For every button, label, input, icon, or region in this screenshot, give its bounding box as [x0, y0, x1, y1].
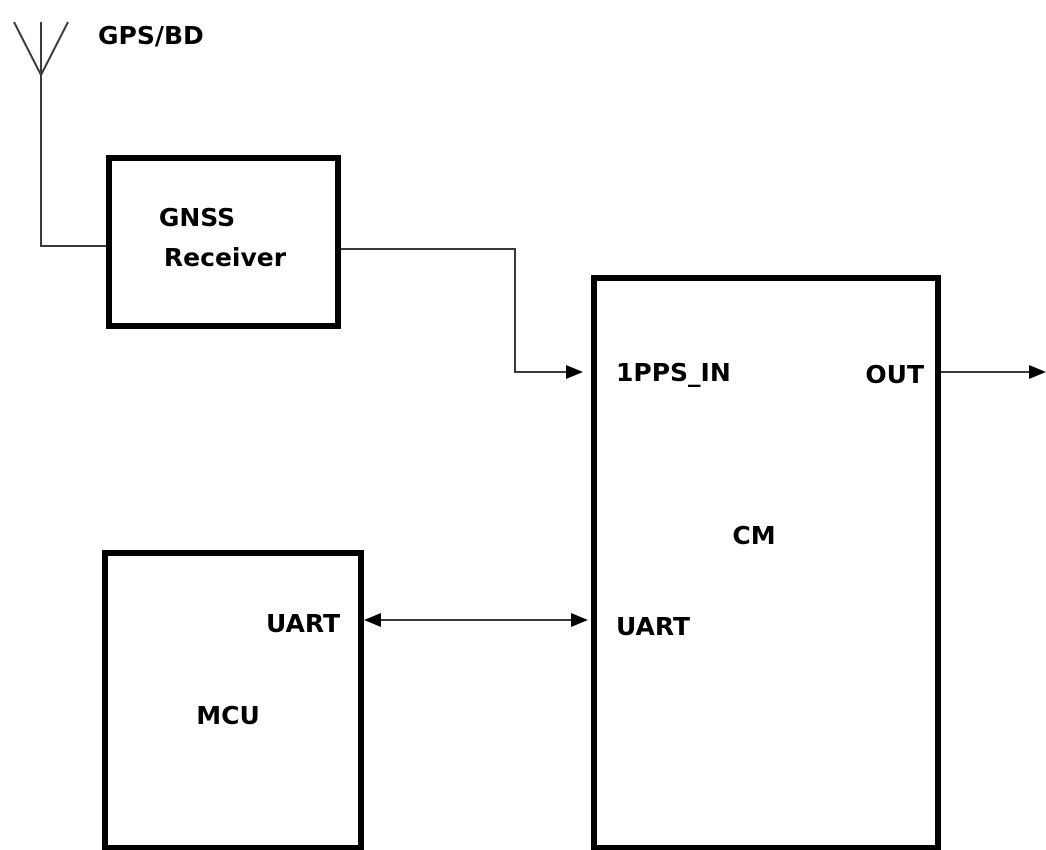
uart-left-arrowhead-icon: [364, 613, 381, 627]
gnss-receiver-block: [106, 155, 341, 329]
cm-uart-label: UART: [616, 612, 690, 641]
mcu-block: [102, 550, 364, 850]
cm-block: [591, 275, 941, 850]
cm-pps-in-label: 1PPS_IN: [616, 358, 731, 387]
antenna-label: GPS/BD: [98, 21, 204, 50]
uart-right-arrowhead-icon: [571, 613, 588, 627]
out-arrowhead-icon: [1029, 365, 1046, 379]
cm-out-label: OUT: [865, 360, 924, 389]
antenna-to-gnss-wire: [40, 75, 106, 247]
pps-arrowhead-icon: [566, 365, 583, 379]
mcu-uart-label: UART: [266, 609, 340, 638]
mcu-name-label: MCU: [196, 701, 260, 730]
pps-signal-wire: [341, 248, 570, 373]
gnss-receiver-label-line1: GNSS: [159, 203, 235, 232]
cm-name-label: CM: [732, 521, 775, 550]
gnss-receiver-label-line2: Receiver: [164, 243, 287, 272]
antenna-icon: [13, 21, 69, 76]
